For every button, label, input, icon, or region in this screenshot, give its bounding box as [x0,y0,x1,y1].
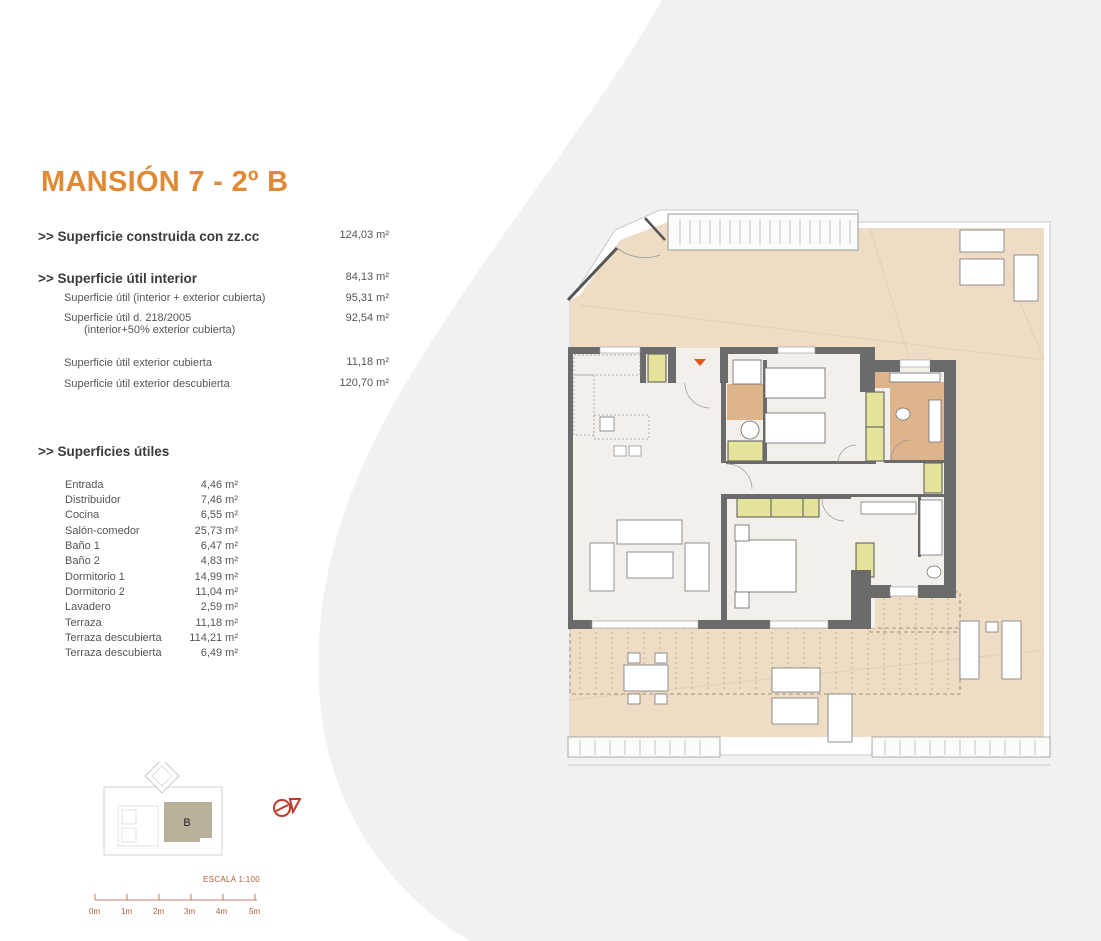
room-name: Baño 2 [65,555,100,567]
detail-value: 92,54 m² [345,312,389,324]
detail-label: Superficie útil exterior descubierta [64,378,230,390]
room-area: 14,99 m² [194,571,238,583]
room-area: 2,59 m² [200,601,238,613]
room-name: Distribuidor [65,494,121,506]
room-name: Dormitorio 1 [65,571,125,583]
room-name: Cocina [65,509,100,521]
kitchen [573,354,650,440]
detail-value: 11,18 m² [346,356,389,368]
room-name: Entrada [65,479,104,491]
room-name: Terraza descubierta [65,632,162,644]
room-name: Lavadero [65,601,111,613]
entrance-triangle-icon [694,359,706,366]
room-area: 6,49 m² [200,647,238,659]
detail-value: 120,70 m² [339,377,389,389]
detail-label: Superficie útil exterior cubierta [64,357,212,369]
room-area: 11,18 m² [195,617,238,629]
interior-area-label: >> Superficie útil interior [38,271,198,286]
scale-ruler [94,894,257,901]
scale-tick: 5m [249,907,261,916]
scale-tick: 4m [216,907,228,916]
scale-tick: 3m [184,907,196,916]
detail-label: Superficie útil (interior + exterior cub… [64,292,266,304]
bedroom-2-beds [732,359,826,444]
page-title: MANSIÓN 7 - 2º B [41,166,289,198]
scale-tick: 1m [121,907,133,916]
room-area: 11,04 m² [195,586,238,598]
keyplan-unit-label: B [183,817,190,829]
room-name: Dormitorio 2 [65,586,125,598]
bedroom-1-bed [734,524,797,609]
room-area: 6,55 m² [200,509,238,521]
walls [568,347,956,629]
built-area-label: >> Superficie construida con zz.cc [38,229,260,244]
detail-label: Superficie útil d. 218/2005 [64,312,192,324]
key-plan: B [103,762,223,856]
detail-value: 95,31 m² [345,292,389,304]
room-area: 7,46 m² [200,494,238,506]
terrace-furniture [623,229,1039,743]
room-name: Terraza descubierta [65,647,162,659]
living-furniture [589,519,710,592]
room-name: Salón-comedor [65,525,140,537]
scale-label: ESCALA 1:100 [203,875,260,884]
room-area: 4,83 m² [200,555,238,567]
room-area: 114,21 m² [189,632,238,644]
north-arrow-icon [273,798,302,817]
room-area: 6,47 m² [200,540,238,552]
scale-tick: 2m [153,907,165,916]
interior-area-value: 84,13 m² [345,271,389,283]
bathroom-fixtures [860,372,943,579]
room-name: Baño 1 [65,540,100,552]
rooms-heading: >> Superficies útiles [38,444,170,459]
built-area-value: 124,03 m² [339,229,389,241]
floor-plan [566,209,1051,766]
room-area: 25,73 m² [194,525,238,537]
detail-sublabel: (interior+50% exterior cubierta) [84,324,236,336]
scale-tick: 0m [89,907,101,916]
room-area: 4,46 m² [200,479,238,491]
room-name: Terraza [65,617,102,629]
